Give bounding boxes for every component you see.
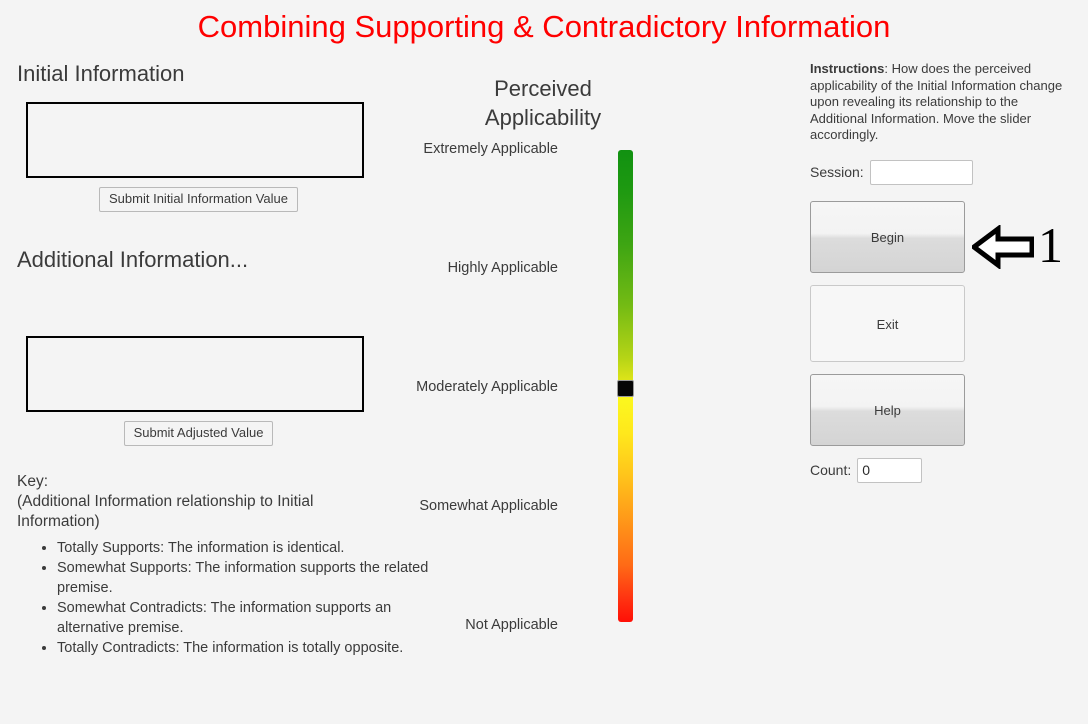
key-title: Key:	[17, 473, 49, 490]
perceived-applicability-panel: Perceived Applicability Extremely Applic…	[416, 74, 680, 654]
tick-label-extremely-applicable: Extremely Applicable	[423, 141, 558, 157]
slider-heading-line1: Perceived	[494, 76, 592, 101]
initial-information-input[interactable]	[26, 102, 364, 178]
list-item: Somewhat Contradicts: The information su…	[57, 598, 442, 638]
adjusted-value-input[interactable]	[26, 336, 364, 412]
list-item: Totally Contradicts: The information is …	[57, 638, 442, 658]
count-input[interactable]	[857, 457, 923, 483]
instructions-label: Instructions	[810, 61, 885, 76]
annotation-number: 1	[1038, 217, 1063, 273]
key-section: Key: (Additional Information relationshi…	[17, 472, 447, 658]
tick-label-somewhat-applicable: Somewhat Applicable	[419, 498, 558, 514]
left-panel: Initial Information Submit Initial Infor…	[17, 60, 447, 658]
instructions-text: Instructions: How does the perceived app…	[810, 61, 1068, 144]
session-input[interactable]	[869, 159, 973, 185]
list-item: Totally Supports: The information is ide…	[57, 538, 442, 558]
submit-initial-row: Submit Initial Information Value	[26, 187, 371, 212]
applicability-slider[interactable]: Extremely Applicable Highly Applicable M…	[416, 141, 634, 633]
submit-adjusted-value-button[interactable]: Submit Adjusted Value	[123, 421, 274, 446]
submit-initial-information-button[interactable]: Submit Initial Information Value	[99, 187, 298, 212]
right-panel: Instructions: How does the perceived app…	[810, 61, 1072, 483]
arrow-left-icon	[972, 225, 1034, 269]
slider-heading: Perceived Applicability	[448, 74, 638, 132]
session-row: Session:	[810, 159, 1072, 185]
slider-heading-line2: Applicability	[484, 105, 602, 130]
initial-information-heading: Initial Information	[17, 61, 185, 86]
additional-information-spacer	[17, 274, 447, 336]
exit-button[interactable]: Exit	[810, 284, 965, 362]
annotation-overlay: 1	[972, 216, 1084, 278]
instructions-body: : How does the perceived applicability o…	[810, 61, 1063, 142]
slider-thumb[interactable]	[617, 380, 634, 397]
help-button[interactable]: Help	[810, 373, 965, 446]
page-title: Combining Supporting & Contradictory Inf…	[197, 9, 891, 44]
tick-label-not-applicable: Not Applicable	[465, 617, 558, 633]
session-label: Session:	[810, 164, 864, 180]
tick-label-highly-applicable: Highly Applicable	[447, 260, 558, 276]
key-subtitle: (Additional Information relationship to …	[17, 493, 314, 530]
count-row: Count:	[810, 457, 1072, 483]
count-label: Count:	[810, 462, 852, 478]
list-item: Somewhat Supports: The information suppo…	[57, 558, 442, 598]
additional-information-heading: Additional Information...	[17, 247, 249, 272]
begin-button[interactable]: Begin	[810, 200, 965, 273]
submit-adjusted-row: Submit Adjusted Value	[26, 421, 371, 446]
key-list: Totally Supports: The information is ide…	[17, 538, 447, 658]
tick-label-moderately-applicable: Moderately Applicable	[416, 379, 558, 395]
